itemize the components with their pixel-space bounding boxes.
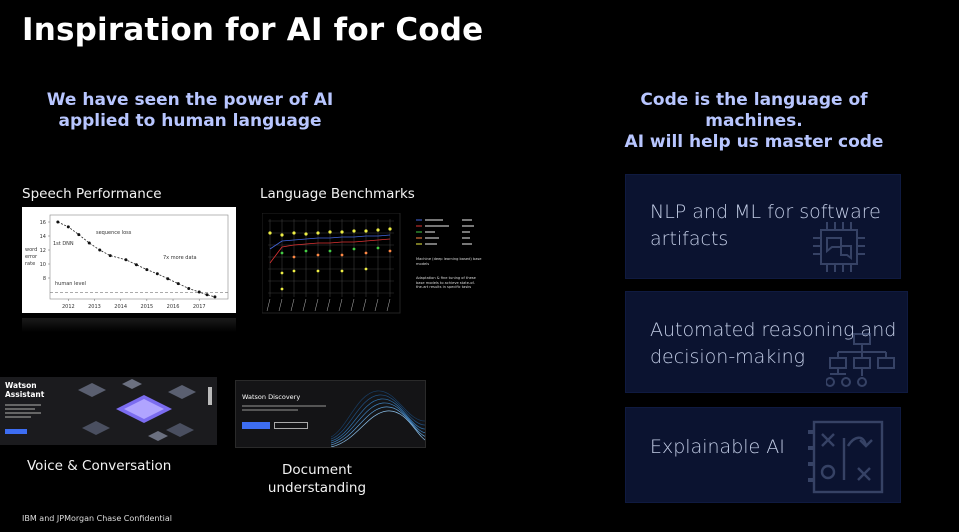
speech-chart-reflection xyxy=(22,318,236,332)
right-heading-line-2: AI will help us master code xyxy=(624,132,884,152)
speech-ytick-label: 8 xyxy=(43,276,46,282)
speech-data-point xyxy=(197,290,201,294)
document-understanding-caption: Document understanding xyxy=(262,461,372,497)
left-heading: We have seen the power of AI applied to … xyxy=(40,90,340,132)
card-nlp-ml-text: NLP and ML for software artifacts xyxy=(650,199,881,253)
watson-discovery-secondary-button[interactable] xyxy=(274,422,308,429)
speech-data-point xyxy=(87,241,91,245)
watson-discovery-primary-button[interactable] xyxy=(242,422,270,429)
benchmarks-note-base-models: Machine (deep learning based) base model… xyxy=(416,257,482,266)
speech-annotation-sequence-loss: sequence loss xyxy=(96,230,132,236)
speech-chart-image: 8 10 12 14 16 2012 2013 2014 2015 2016 2017 word e… xyxy=(22,207,236,313)
benchmarks-legend-graphic xyxy=(416,219,474,245)
speech-chart: 8 10 12 14 16 2012 2013 2014 2015 2016 2017 word e… xyxy=(25,214,229,310)
right-heading-line-1: Code is the language of machines. xyxy=(640,90,868,131)
document-understanding-line-2: understanding xyxy=(267,480,367,496)
watson-discovery-wave-graphic xyxy=(331,390,425,447)
language-benchmarks-caption: Language Benchmarks xyxy=(260,186,415,202)
card-nlp-ml-line-2: artifacts xyxy=(650,228,729,250)
speech-annotation-first-dnn: 1st DNN xyxy=(53,241,74,247)
speech-xtick-label: 2013 xyxy=(88,304,101,310)
speech-annotation-human-level: human level xyxy=(55,281,86,287)
benchmarks-legend xyxy=(414,216,484,256)
speech-ytick-label: 10 xyxy=(40,262,46,268)
speech-annotation-more-data: 7x more data xyxy=(163,255,197,261)
watson-assistant-name-line-1: Watson xyxy=(5,381,37,390)
speech-ytick-label: 16 xyxy=(40,220,46,226)
speech-data-point xyxy=(108,254,112,258)
benchmarks-note-fine-tuning: Adaptation & fine tuning of these base m… xyxy=(416,276,476,290)
decision-tree-icon xyxy=(826,333,895,387)
card-explainable-ai: Explainable AI xyxy=(625,407,901,503)
slide-title: Inspiration for AI for Code xyxy=(22,12,484,48)
speech-data-point xyxy=(77,233,81,237)
footer-confidential: IBM and JPMorgan Chase Confidential xyxy=(22,514,172,523)
speech-plot-frame xyxy=(49,214,229,300)
speech-series-line xyxy=(57,221,216,298)
speech-xtick-label: 2016 xyxy=(167,304,180,310)
speech-ytick-label: 14 xyxy=(40,234,46,240)
speech-ylabel-2: error xyxy=(25,254,38,260)
watson-assistant-description xyxy=(5,404,41,418)
watson-assistant-isometric-graphic xyxy=(78,379,212,441)
left-heading-line-2: applied to human language xyxy=(58,111,322,131)
card-automated-reasoning: Automated reasoning and decision-making xyxy=(625,291,908,393)
speech-data-point xyxy=(155,272,159,276)
speech-ylabel-1: word xyxy=(25,247,37,253)
benchmarks-graphic xyxy=(262,213,401,314)
speech-data-point xyxy=(124,258,128,262)
card-automated-reasoning-line-1: Automated reasoning and xyxy=(650,319,897,341)
document-understanding-line-1: Document xyxy=(282,462,352,478)
speech-data-point xyxy=(176,282,180,286)
speech-data-point xyxy=(98,248,102,252)
chip-chat-icon xyxy=(813,222,865,272)
card-explainable-ai-text: Explainable AI xyxy=(650,434,785,461)
watson-assistant-name-line-2: Assistant xyxy=(5,390,45,399)
speech-data-point xyxy=(145,268,149,272)
speech-performance-caption: Speech Performance xyxy=(22,186,162,202)
voice-conversation-caption: Voice & Conversation xyxy=(27,458,172,474)
language-benchmarks-image xyxy=(262,213,410,315)
speech-data-point xyxy=(166,277,170,281)
watson-discovery-description xyxy=(242,405,326,411)
speech-data-point xyxy=(134,263,138,267)
right-heading: Code is the language of machines. AI wil… xyxy=(595,90,913,153)
speech-xtick-label: 2015 xyxy=(140,304,153,310)
speech-data-point xyxy=(56,220,60,224)
speech-data-point xyxy=(187,287,191,290)
speech-data-point xyxy=(213,295,217,299)
speech-ytick-label: 12 xyxy=(40,248,46,254)
watson-assistant-cta-button[interactable] xyxy=(5,429,27,434)
speech-xtick-label: 2012 xyxy=(62,304,75,310)
speech-xtick-label: 2017 xyxy=(193,304,206,310)
card-nlp-ml-line-1: NLP and ML for software xyxy=(650,201,881,223)
card-automated-reasoning-line-2: decision-making xyxy=(650,346,806,368)
speech-data-point xyxy=(205,293,209,297)
speech-xtick-label: 2014 xyxy=(114,304,127,310)
card-explainable-ai-line-1: Explainable AI xyxy=(650,436,785,458)
left-heading-line-1: We have seen the power of AI xyxy=(46,90,334,110)
speech-data-point xyxy=(66,225,70,229)
card-nlp-ml: NLP and ML for software artifacts xyxy=(625,174,901,279)
watson-discovery-name: Watson Discovery xyxy=(242,393,301,401)
watson-assistant-name: Watson Assistant xyxy=(5,381,44,399)
watson-discovery-image: Watson Discovery xyxy=(235,380,426,448)
card-automated-reasoning-text: Automated reasoning and decision-making xyxy=(650,317,896,371)
watson-assistant-image: Watson Assistant xyxy=(0,377,217,445)
speech-ylabel-3: rate xyxy=(25,261,35,267)
strategy-board-icon xyxy=(808,420,884,494)
